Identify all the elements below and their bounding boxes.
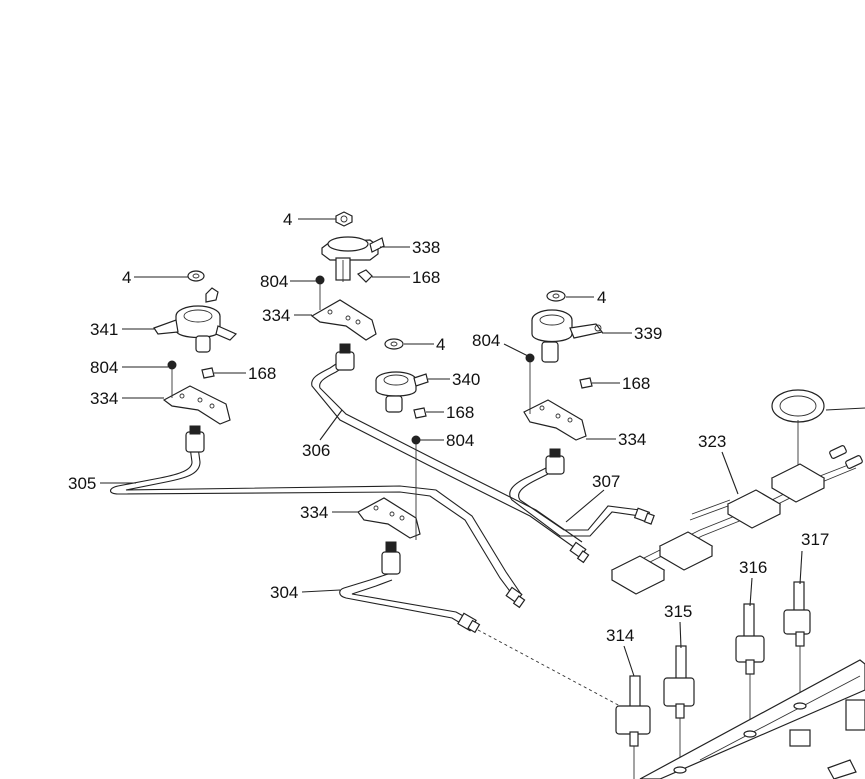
clip-168-top <box>356 269 373 283</box>
callout-4-right: 4 <box>597 288 606 307</box>
callout-315: 315 <box>664 602 692 621</box>
callout-804-right: 804 <box>472 331 500 350</box>
callout-804-top: 804 <box>260 272 288 291</box>
valve-317 <box>783 581 811 700</box>
tube-fitting-307 <box>545 448 565 475</box>
callout-340: 340 <box>452 370 480 389</box>
valve-315 <box>663 645 695 770</box>
callout-4-left: 4 <box>122 268 131 287</box>
callout-334-top: 334 <box>262 306 290 325</box>
bracket-334-right <box>523 399 587 441</box>
screw-804-top <box>315 275 325 310</box>
clip-168-right <box>579 377 593 389</box>
callout-4-middle: 4 <box>436 335 445 354</box>
callout-334-lower: 334 <box>300 503 328 522</box>
callout-339: 339 <box>634 324 662 343</box>
nut-4-middle <box>384 338 404 350</box>
bracket-334-top <box>310 299 377 341</box>
clip-168-left <box>201 367 215 379</box>
control-knob-disc <box>771 389 825 470</box>
gas-tube-305 <box>109 446 526 609</box>
valve-316 <box>735 603 765 730</box>
callout-4-top: 4 <box>283 210 292 229</box>
callout-307: 307 <box>592 472 620 491</box>
burner-holder-340 <box>375 371 429 413</box>
nut-4-top <box>335 211 353 227</box>
callout-168-left: 168 <box>248 364 276 383</box>
callout-316: 316 <box>739 558 767 577</box>
callout-labels: 4 338 804 168 334 4 341 804 168 334 4 34… <box>68 210 829 645</box>
tube-fitting-306 <box>335 343 355 371</box>
burner-holder-338 <box>321 236 385 282</box>
callout-168-top: 168 <box>412 268 440 287</box>
callout-341: 341 <box>90 320 118 339</box>
callout-334-right: 334 <box>618 430 646 449</box>
nut-4-right <box>546 290 566 302</box>
callout-168-right: 168 <box>622 374 650 393</box>
gas-tube-307 <box>509 465 655 537</box>
spark-module-1 <box>610 555 666 595</box>
gas-tube-304 <box>339 573 621 707</box>
callout-323: 323 <box>698 432 726 451</box>
callout-304: 304 <box>270 583 298 602</box>
tube-fitting-305 <box>185 425 205 453</box>
spark-module-4 <box>770 463 826 503</box>
callout-317: 317 <box>801 530 829 549</box>
gas-tube-306 <box>311 359 590 564</box>
valve-314 <box>615 675 651 779</box>
burner-holder-341 <box>153 287 238 353</box>
bracket-334-left <box>162 385 231 425</box>
callout-305: 305 <box>68 474 96 493</box>
nut-4-left <box>187 270 205 282</box>
screw-804-left <box>167 360 177 398</box>
bracket-334-lower <box>357 497 421 539</box>
callout-306: 306 <box>302 441 330 460</box>
spark-module-3 <box>726 489 782 529</box>
callout-334-left: 334 <box>90 389 118 408</box>
callout-804-left: 804 <box>90 358 118 377</box>
callout-314: 314 <box>606 626 634 645</box>
burner-holder-339 <box>531 309 604 363</box>
callout-804-middle: 804 <box>446 431 474 450</box>
screw-804-middle <box>411 435 421 540</box>
leader-lines <box>100 218 865 677</box>
callout-168-middle: 168 <box>446 403 474 422</box>
callout-338: 338 <box>412 238 440 257</box>
screw-804-right <box>525 353 535 414</box>
clip-168-middle <box>413 407 427 419</box>
spark-module-2 <box>658 531 714 571</box>
tube-fitting-304 <box>381 541 401 575</box>
gas-manifold <box>639 659 865 779</box>
